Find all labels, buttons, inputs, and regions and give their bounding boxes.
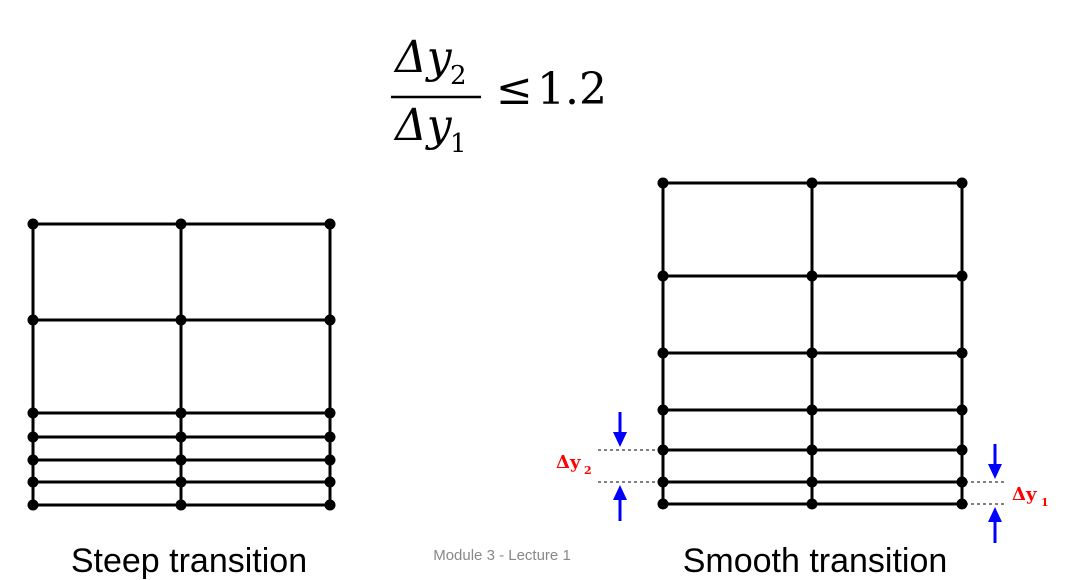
smooth-mesh-node <box>806 177 818 189</box>
delta-y2-subscript: 2 <box>584 464 592 477</box>
steep-mesh-node <box>175 218 187 230</box>
steep-transition-mesh <box>27 218 336 511</box>
steep-mesh-node <box>324 314 336 326</box>
steep-mesh-node <box>324 407 336 419</box>
steep-mesh-node <box>175 314 187 326</box>
steep-mesh-node <box>27 431 39 443</box>
smooth-mesh-node <box>956 270 968 282</box>
smooth-mesh-vertical-lines <box>661 181 964 506</box>
steep-mesh-node <box>324 454 336 466</box>
delta-y2-label: Δy <box>556 452 581 473</box>
steep-mesh-node <box>175 454 187 466</box>
steep-mesh-node <box>27 314 39 326</box>
steep-mesh-node <box>27 407 39 419</box>
steep-mesh-nodes <box>27 218 336 511</box>
formula-denominator-subscript: 1 <box>450 129 467 159</box>
delta-y2-up-arrow-icon <box>613 485 627 521</box>
smooth-mesh-node <box>806 270 818 282</box>
smooth-mesh-node <box>806 444 818 456</box>
smooth-mesh-nodes <box>657 177 968 510</box>
formula-denominator: Δy <box>393 100 453 151</box>
footer-text: Module 3 - Lecture 1 <box>433 547 571 564</box>
steep-mesh-node <box>27 499 39 511</box>
smooth-mesh-node <box>956 347 968 359</box>
formula-relation: ≤ <box>496 64 533 115</box>
smooth-mesh-node <box>657 476 669 488</box>
steep-mesh-node <box>324 476 336 488</box>
steep-mesh-node <box>175 499 187 511</box>
steep-mesh-node <box>175 431 187 443</box>
formula-numerator: Δy <box>393 32 453 83</box>
steep-mesh-node <box>324 431 336 443</box>
smooth-mesh-node <box>657 404 669 416</box>
delta-y1-annotation: Δy 1 <box>965 444 1049 543</box>
delta-y1-down-arrow-icon <box>988 444 1002 479</box>
smooth-transition-caption: Smooth transition <box>683 542 948 580</box>
steep-mesh-node <box>175 407 187 419</box>
delta-y1-up-arrow-icon <box>988 507 1002 543</box>
ratio-formula: Δy 2 Δy 1 ≤ 1.2 <box>391 32 607 159</box>
smooth-mesh-node <box>806 404 818 416</box>
delta-y2-down-arrow-icon <box>613 412 627 447</box>
smooth-mesh-node <box>657 347 669 359</box>
formula-limit: 1.2 <box>537 64 607 115</box>
smooth-mesh-node <box>956 476 968 488</box>
steep-mesh-node <box>324 499 336 511</box>
smooth-mesh-node <box>657 498 669 510</box>
smooth-mesh-node <box>806 476 818 488</box>
delta-y1-label: Δy <box>1012 484 1037 505</box>
formula-numerator-subscript: 2 <box>450 61 467 91</box>
smooth-mesh-node <box>806 498 818 510</box>
smooth-mesh-node <box>657 444 669 456</box>
smooth-mesh-node <box>956 444 968 456</box>
steep-mesh-node <box>324 218 336 230</box>
smooth-mesh-node <box>657 270 669 282</box>
smooth-mesh-node <box>806 347 818 359</box>
smooth-mesh-node <box>657 177 669 189</box>
smooth-transition-mesh <box>657 177 968 510</box>
delta-y2-annotation: Δy 2 <box>556 412 660 521</box>
steep-mesh-node <box>175 476 187 488</box>
steep-transition-caption: Steep transition <box>71 542 307 580</box>
steep-mesh-node <box>27 454 39 466</box>
steep-mesh-node <box>27 218 39 230</box>
delta-y1-subscript: 1 <box>1041 496 1049 509</box>
smooth-mesh-node <box>956 498 968 510</box>
steep-mesh-node <box>27 476 39 488</box>
smooth-mesh-node <box>956 177 968 189</box>
smooth-mesh-node <box>956 404 968 416</box>
